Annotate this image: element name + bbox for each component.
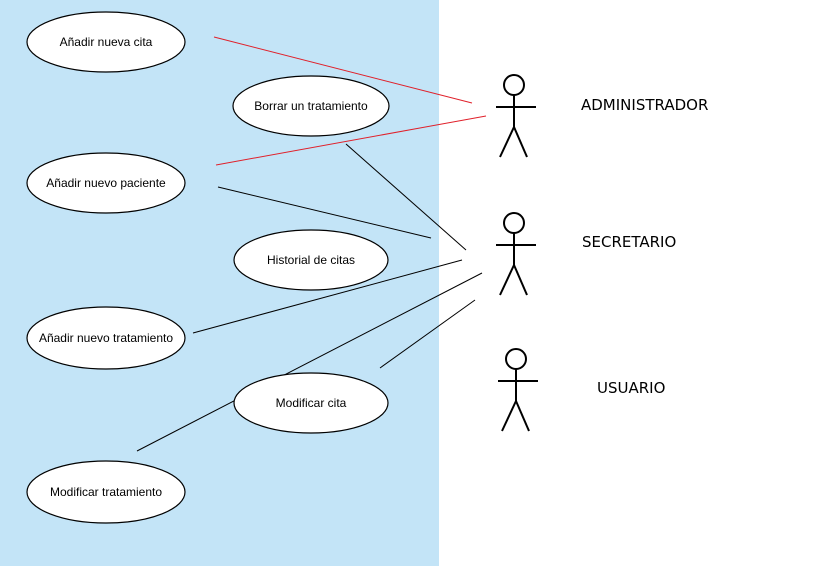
- stick-figure-icon: [496, 212, 536, 296]
- use-case-label: Añadir nuevo tratamiento: [39, 331, 173, 345]
- association-line-modificar-cita-to-secretario: [379, 299, 476, 369]
- actor-administrador[interactable]: ADMINISTRADOR: [496, 74, 708, 158]
- use-case-ellipse: [26, 460, 186, 524]
- use-case-modificar-cita[interactable]: Modificar cita: [233, 372, 389, 434]
- stick-figure-icon: [498, 348, 538, 432]
- use-case-ellipse: [233, 229, 389, 291]
- association-lines: [136, 36, 487, 452]
- stick-figure-icon: [496, 74, 536, 158]
- use-case-borrar-tratamiento[interactable]: Borrar un tratamiento: [232, 75, 390, 137]
- use-case-anadir-nuevo-tratamiento[interactable]: Añadir nuevo tratamiento: [26, 306, 186, 370]
- use-case-ellipse: [26, 152, 186, 214]
- actor-label: SECRETARIO: [582, 233, 676, 251]
- use-case-ellipse: [26, 11, 186, 73]
- use-case-anadir-nuevo-paciente[interactable]: Añadir nuevo paciente: [26, 152, 186, 214]
- association-line-anadir-nuevo-tratamiento-to-secretario: [192, 259, 463, 334]
- association-line-borrar-tratamiento-to-secretario: [345, 143, 467, 251]
- actor-label: USUARIO: [597, 379, 665, 397]
- use-case-label: Historial de citas: [267, 253, 355, 267]
- use-case-ellipse: [233, 372, 389, 434]
- use-case-ellipse: [232, 75, 390, 137]
- association-line-anadir-nuevo-paciente-to-administrador: [215, 115, 487, 166]
- use-case-historial-citas[interactable]: Historial de citas: [233, 229, 389, 291]
- use-case-label: Modificar cita: [276, 396, 347, 410]
- use-case-label: Añadir nueva cita: [60, 35, 153, 49]
- use-case-anadir-nueva-cita[interactable]: Añadir nueva cita: [26, 11, 186, 73]
- use-case-ellipse: [26, 306, 186, 370]
- association-line-anadir-nueva-cita-to-administrador: [213, 36, 473, 104]
- actor-usuario[interactable]: USUARIO: [498, 348, 665, 432]
- use-case-label: Borrar un tratamiento: [254, 99, 368, 113]
- use-case-label: Añadir nuevo paciente: [46, 176, 166, 190]
- association-line-modificar-tratamiento-to-secretario: [136, 272, 483, 452]
- use-case-modificar-tratamiento[interactable]: Modificar tratamiento: [26, 460, 186, 524]
- association-line-anadir-nuevo-paciente-to-secretario: [217, 186, 432, 239]
- actor-label: ADMINISTRADOR: [581, 96, 708, 114]
- use-case-label: Modificar tratamiento: [50, 485, 162, 499]
- actor-secretario[interactable]: SECRETARIO: [496, 212, 676, 296]
